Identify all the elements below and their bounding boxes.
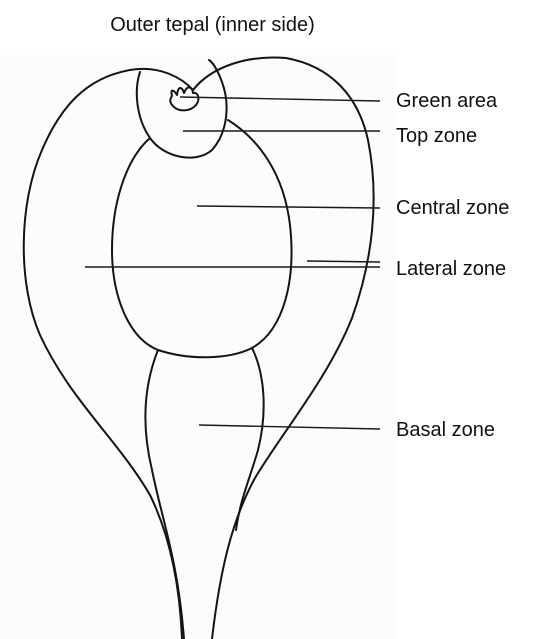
label-green-area: Green area: [396, 89, 497, 113]
leader-central-zone: [197, 206, 380, 208]
tepal-outline: [24, 58, 374, 639]
green-area-outline: [170, 87, 198, 110]
label-top-zone: Top zone: [396, 124, 477, 148]
label-lateral-zone: Lateral zone: [396, 257, 506, 281]
label-basal-zone: Basal zone: [396, 418, 495, 442]
basal-zone-outline-right: [236, 348, 264, 530]
top-zone-outline: [137, 60, 227, 158]
label-central-zone: Central zone: [396, 196, 509, 220]
leader-lateral-zone-right: [307, 261, 380, 262]
